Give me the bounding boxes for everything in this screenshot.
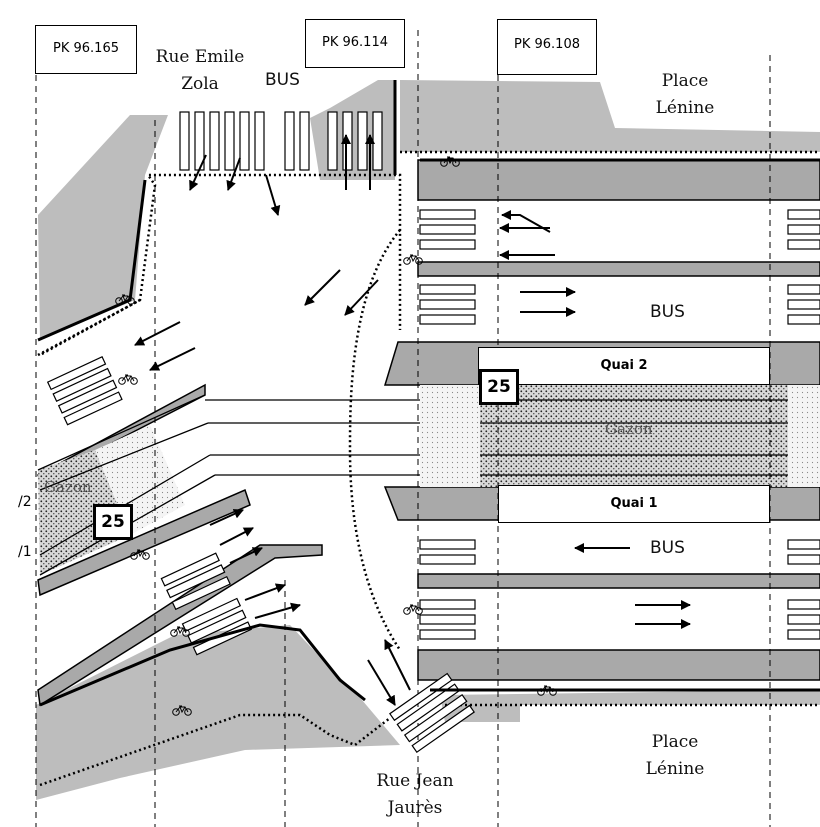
street-label-line: Lénine	[645, 759, 705, 779]
pk-marker-1: PK 96.165	[35, 25, 137, 74]
bus-label-top: BUS	[265, 70, 300, 90]
platform-east-bottom	[417, 649, 820, 681]
gazon-label-right: Gazon	[605, 420, 653, 438]
street-label-line: Zola	[181, 74, 219, 94]
pk-marker-3: PK 96.108	[497, 19, 597, 75]
street-label-line: Place	[661, 71, 709, 91]
sidewalk-southwest	[36, 625, 400, 800]
grass-track-right-light-end	[788, 385, 820, 487]
grass-track-left-light	[95, 425, 185, 535]
platform-west-lower	[37, 488, 251, 597]
street-label-jean-jaures: Rue Jean Jaurès	[365, 768, 465, 822]
sidewalk-northwest	[38, 115, 168, 340]
pk-25-badge-right: 25	[479, 369, 519, 405]
turn-arrow	[501, 210, 551, 233]
bus-label-lane-lower: BUS	[650, 538, 685, 558]
street-label-place-lenine-top: Place Lénine	[640, 68, 730, 122]
pk-marker-2: PK 96.114	[305, 19, 405, 68]
street-label-place-lenine-bottom: Place Lénine	[630, 729, 720, 783]
street-label-line: Rue Jean	[376, 771, 454, 791]
sidewalk-southeast	[440, 690, 820, 722]
edge-label-upper: /2	[18, 494, 32, 510]
platform-east-top	[417, 159, 820, 201]
dotted-curbs	[37, 150, 820, 787]
quai-2-label: Quai 2	[478, 347, 770, 385]
pk-guide-lines	[35, 30, 771, 827]
grass-track-right-light	[420, 385, 480, 487]
street-label-line: Jaurès	[387, 798, 443, 818]
pk-25-badge-left: 25	[93, 504, 133, 540]
bicycle-icon	[118, 374, 138, 385]
gazon-label-left: Gazon	[44, 478, 92, 496]
sidewalk-northeast	[400, 80, 820, 152]
edge-label-lower: /1	[18, 544, 32, 560]
street-label-emile-zola: Rue Emile Zola	[140, 44, 260, 98]
quai-1-label: Quai 1	[498, 485, 770, 523]
bus-label-lane-upper: BUS	[650, 302, 685, 322]
street-label-line: Lénine	[655, 98, 715, 118]
street-label-line: Place	[651, 732, 699, 752]
street-label-line: Rue Emile	[155, 47, 245, 67]
platform-east-mid	[417, 261, 820, 277]
platform-east-lower	[417, 573, 820, 589]
